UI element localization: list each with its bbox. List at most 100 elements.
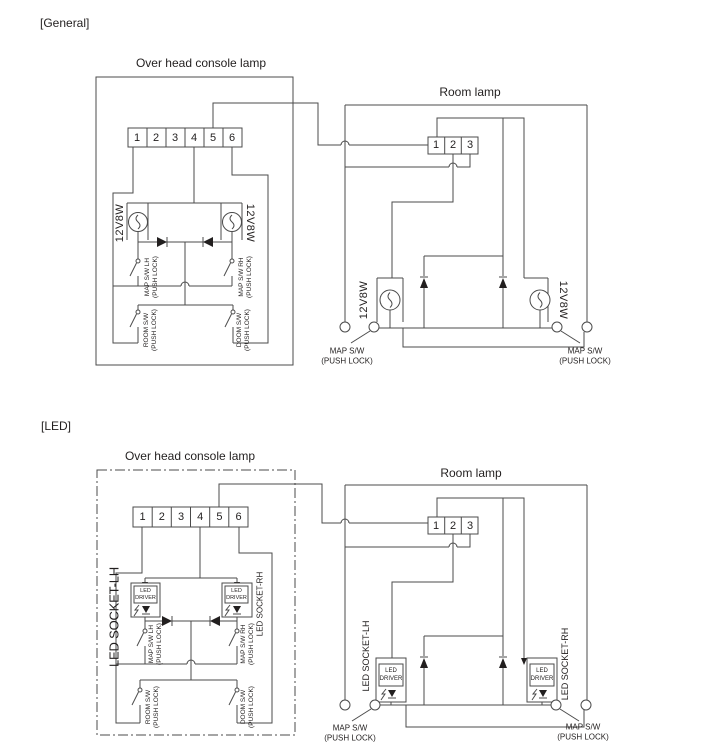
wire [403,328,584,347]
wire [457,534,470,547]
hop-arc [449,163,457,167]
bulb-socket-bracket [221,203,242,240]
lightning-icon [134,605,139,616]
wire [390,310,540,328]
led-driver-line1: LED [385,668,397,674]
led-driver-line2: DRIVER [226,594,247,601]
led-room-title: Room lamp [440,466,502,480]
pin-number: 1 [432,519,440,532]
switch-name: MAP S/W RH [238,257,245,297]
pin-divider [152,507,229,527]
led-diode-icon [233,606,241,613]
switch-contact [230,259,234,263]
led-driver-line2: DRIVER [530,676,554,682]
led-driver-line2: DRIVER [135,594,156,601]
hop-arc [187,660,195,664]
led-section-label: [LED] [41,419,72,433]
wire [213,103,341,145]
lightning-icon [381,689,386,700]
diode-icon [499,278,507,288]
pin-number: 3 [177,511,185,523]
switch-name: DOOM S/W [236,312,243,348]
led-socket-rh-label: LED SOCKET-RH [255,571,265,637]
bulb-rating-label: 12V8W [114,203,126,243]
led-driver-line1: LED [231,587,242,594]
wire [424,636,503,705]
switch-contact [136,310,140,314]
switch-type: (PUSH LOCK) [156,623,163,665]
wire [116,527,142,723]
hop-arc [449,543,457,547]
room-sw-label: ROOM S/W (PUSH LOCK) [143,309,159,351]
wire [140,680,237,688]
switch-type: (PUSH LOCK) [559,356,611,365]
wire [145,578,237,582]
switch-type: (PUSH LOCK) [324,733,376,742]
room-lamp-box [345,485,587,700]
switch-lever-icon [224,263,231,276]
general-room-title: Room lamp [439,85,501,99]
led-driver-box [225,586,248,603]
pin-divider [445,137,462,154]
terminal-circle [551,700,561,710]
switch-type: (PUSH LOCK) [151,309,158,351]
pin-number: 6 [235,511,242,523]
led-socket-rh-label: LED SOCKET-RH [560,627,570,701]
led-driver-label: LED DRIVER [380,667,403,683]
bulb-rating-label: 12V8W [358,280,370,320]
switch-contact [143,629,147,633]
arrow-down-icon [521,658,527,665]
bulb-filament-icon [388,293,392,308]
switch-lever-icon [561,331,580,343]
switch-type: (PUSH LOCK) [557,732,609,741]
switch-lever-icon [229,692,236,705]
wire [437,118,524,278]
pin-number: 3 [171,132,179,144]
switch-lever-icon [229,633,236,646]
pin-number: 1 [133,132,141,144]
bulb-rating-label: 12V8W [557,280,569,320]
pin-number: 5 [216,511,223,523]
switch-lever-icon [560,709,579,721]
pin-number: 4 [197,511,204,523]
bulb-rating-label: 12V8W [244,203,256,243]
bulb-socket-bracket [127,203,148,240]
map-sw-label: MAP S/W (PUSH LOCK) [557,723,609,742]
switch-name: MAP S/W [329,346,365,356]
pin-divider [147,128,223,147]
led-diode-icon [142,606,150,613]
switch-contact [136,259,140,263]
pin-number: 1 [139,511,146,523]
wire [113,147,138,343]
wire [424,256,503,328]
switch-contact [235,629,239,633]
switch-name: MAP S/W RH [240,624,247,664]
switch-name: DOOM S/W [240,689,247,725]
diode-icon [162,616,172,626]
diode-icon [157,237,167,247]
switch-contact [235,688,239,692]
terminal-circle [340,700,350,710]
map-sw-label: MAP S/W (PUSH LOCK) [321,347,373,366]
room-lamp-box [345,105,587,322]
wire [437,498,524,658]
overhead-console-box-dashdot [97,470,295,735]
switch-name: ROOM S/W [143,312,150,348]
led-driver-label: LED DRIVER [135,588,156,602]
pin-number: 1 [432,139,440,151]
terminal-circle [370,700,380,710]
general-overhead-title: Over head console lamp [135,56,267,70]
map-sw-lh-label: MAP S/W LH (PUSH LOCK) [144,256,160,298]
terminal-circle [582,322,592,332]
pin-number: 5 [209,132,217,144]
switch-name: MAP S/W [567,346,603,356]
pin-number: 4 [190,132,198,144]
general-overhead-console [96,77,428,365]
pin-number: 2 [158,511,165,523]
map-sw-label: MAP S/W (PUSH LOCK) [559,347,611,366]
switch-type: (PUSH LOCK) [246,256,253,298]
pin-number: 2 [449,139,457,151]
switch-name: MAP S/W [332,723,368,733]
map-sw-rh-label: MAP S/W RH (PUSH LOCK) [240,623,256,665]
